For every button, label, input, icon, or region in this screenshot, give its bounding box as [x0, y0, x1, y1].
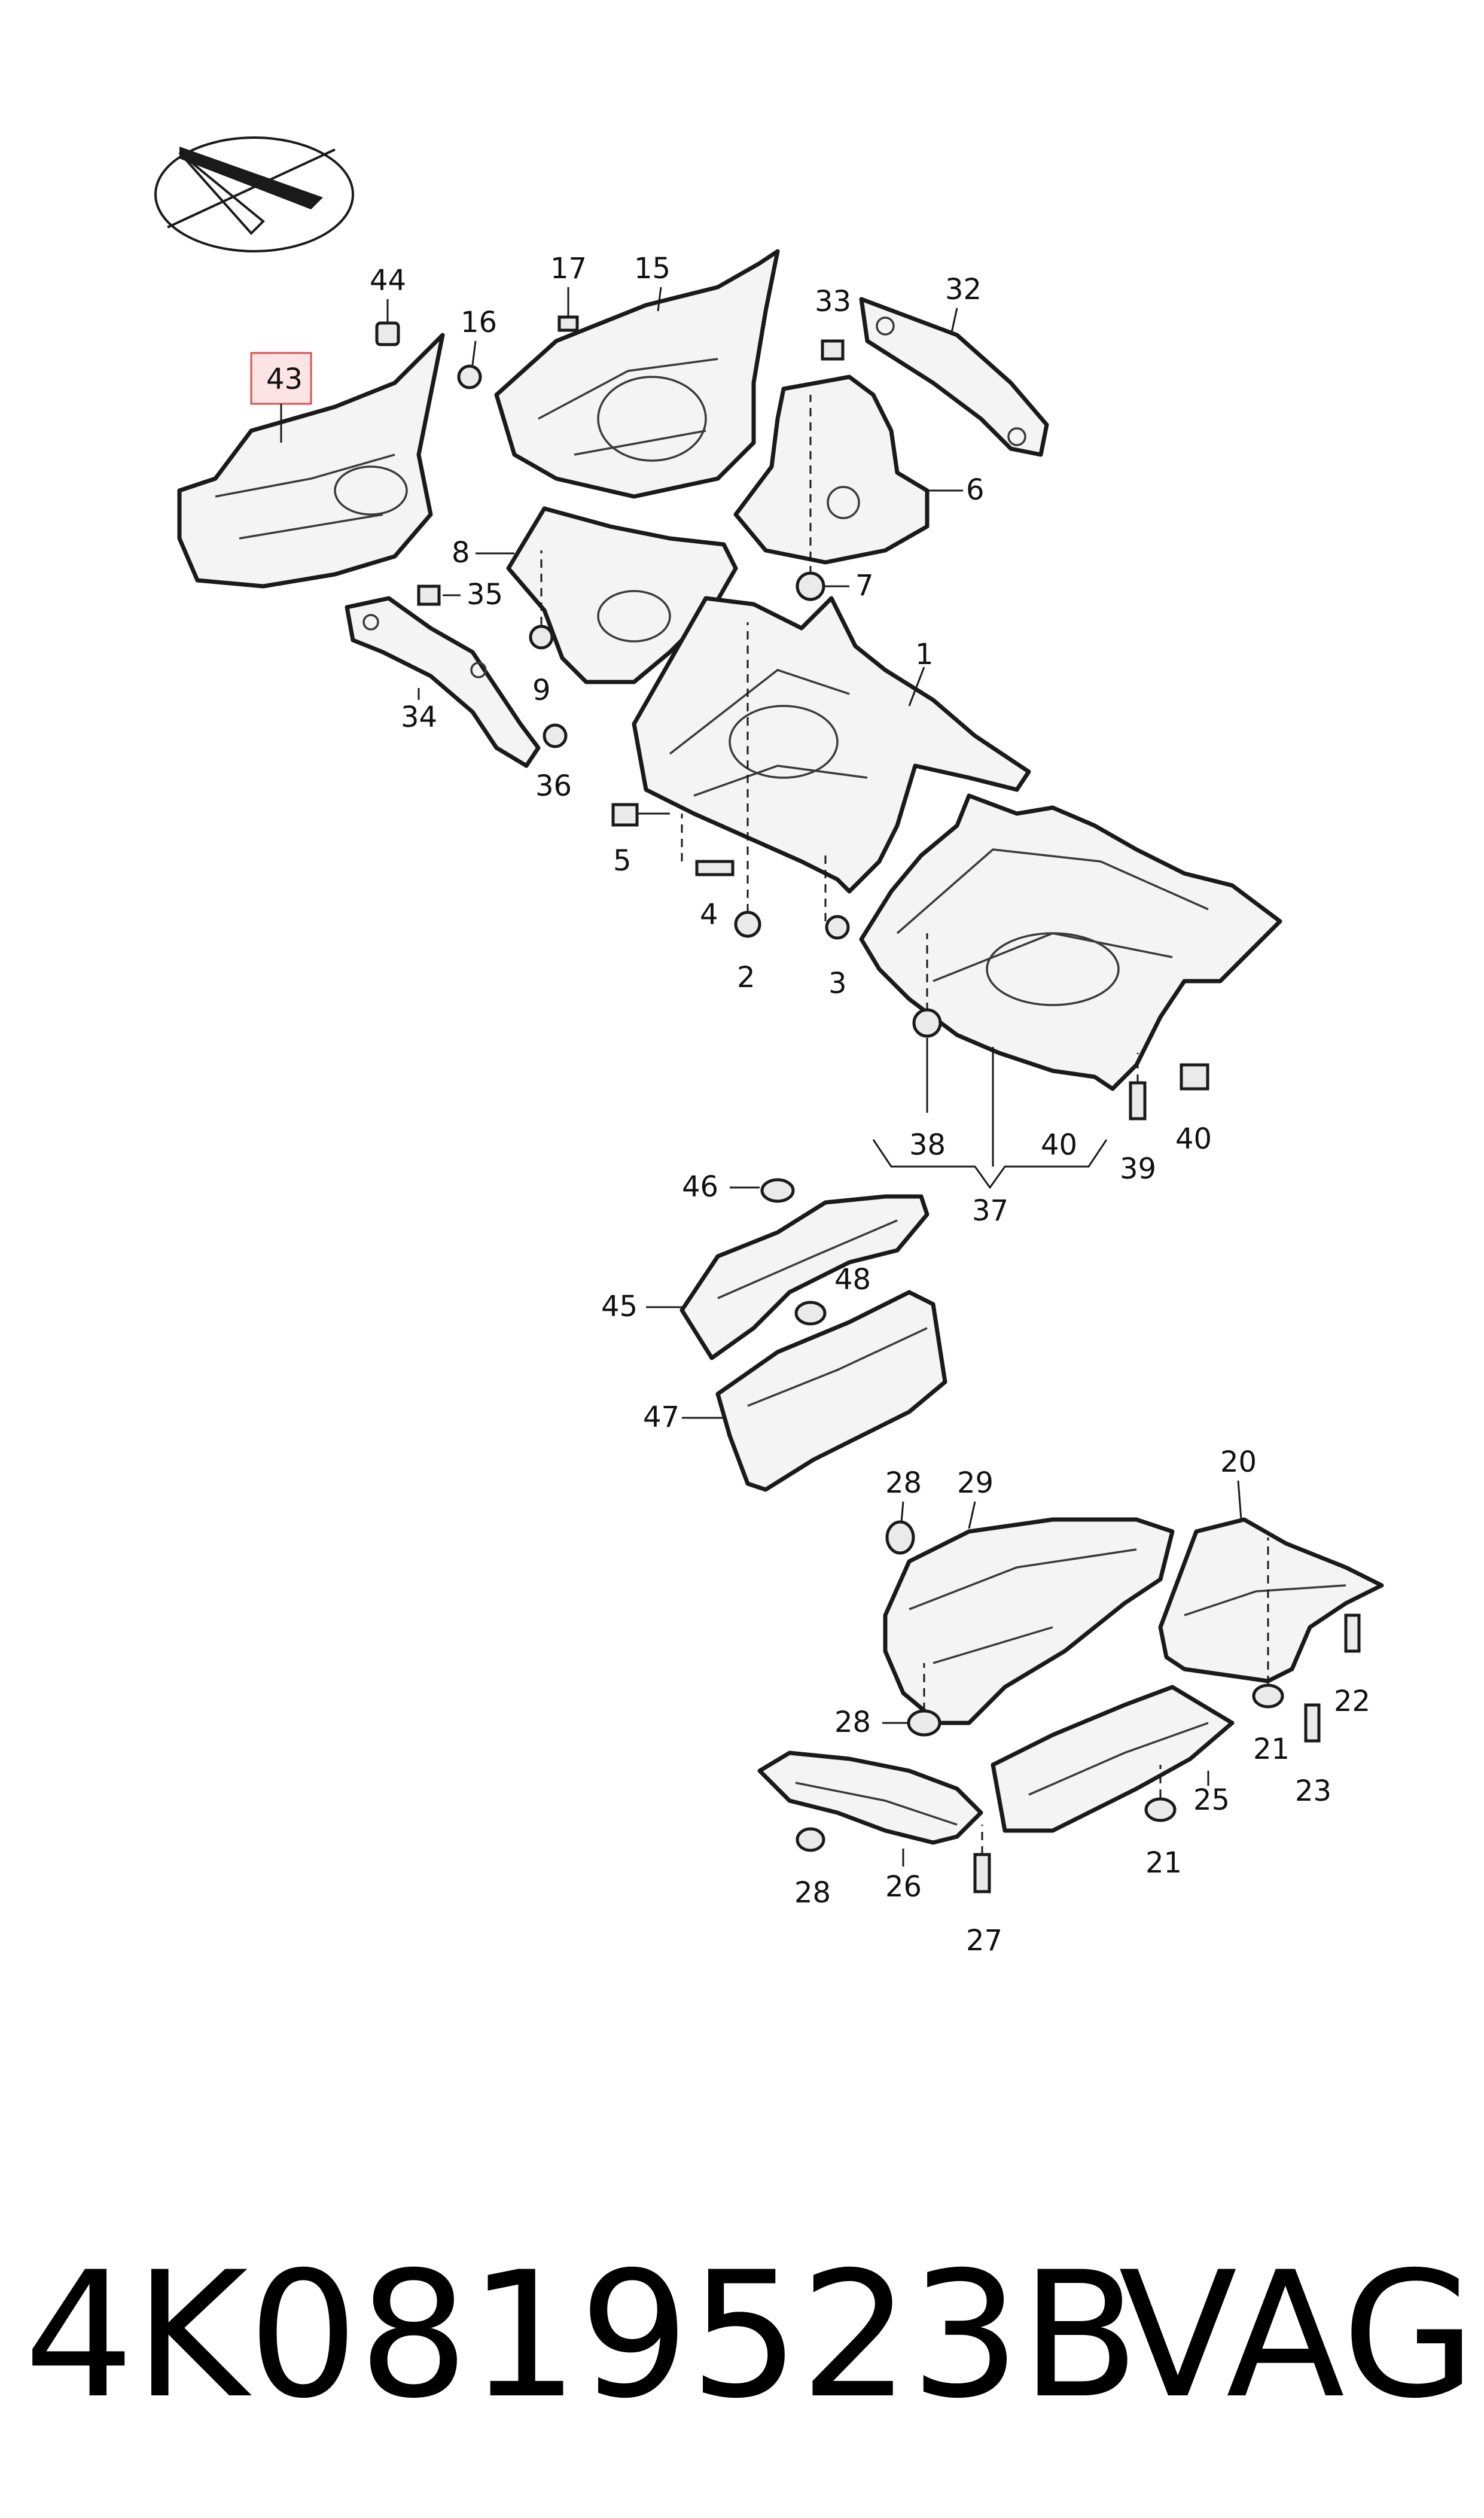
callout-15: 15 [634, 252, 671, 285]
callout-32: 32 [945, 273, 982, 306]
part-25-heat-shield [991, 1685, 1235, 1833]
part-21-nut-upper [1252, 1683, 1284, 1709]
callout-48: 48 [834, 1263, 871, 1296]
part-16-nut [457, 364, 482, 389]
callout-5: 5 [613, 844, 632, 878]
part-9-nut [529, 625, 554, 650]
part-7-nut [796, 571, 825, 601]
part-43-heat-shield [177, 333, 445, 589]
part-38-nut [912, 1008, 942, 1038]
callout-16: 16 [461, 306, 497, 339]
callout-17: 17 [550, 252, 587, 285]
callout-34: 34 [401, 701, 437, 734]
callout-40-b: 40 [1175, 1122, 1212, 1156]
part-1-heat-shield [632, 596, 1031, 894]
part-47-heat-shield [715, 1290, 947, 1492]
footer-brand: VAG [1119, 2235, 1476, 2437]
part-22-bolt [1344, 1613, 1361, 1653]
callout-36: 36 [535, 769, 572, 803]
part-17-bolt [557, 315, 579, 332]
callout-21-a: 21 [1253, 1733, 1290, 1766]
part-36-nut [543, 723, 568, 748]
callout-8: 8 [452, 536, 470, 570]
orientation-emblem-icon [154, 136, 354, 252]
part-44-clip [375, 321, 400, 346]
part-6-heat-shield [733, 374, 930, 565]
callout-20: 20 [1220, 1445, 1257, 1479]
footer-part-number: 4K0819523B [24, 2235, 1140, 2437]
callout-27: 27 [966, 1924, 1002, 1957]
callout-47: 47 [643, 1400, 679, 1434]
part-48-nut [794, 1301, 827, 1326]
callout-29: 29 [957, 1466, 994, 1500]
part-34-bracket [345, 596, 541, 768]
part-2-nut [734, 911, 761, 938]
callout-38: 38 [909, 1128, 946, 1162]
part-28-nut-top [885, 1520, 915, 1555]
callout-3: 3 [828, 967, 847, 1000]
part-4-screw [695, 860, 735, 876]
callout-46: 46 [682, 1170, 718, 1204]
part-26-heat-shield [757, 1750, 983, 1845]
callout-28-a: 28 [885, 1466, 922, 1500]
part-28-nut-middle [907, 1709, 941, 1737]
part-32-bracket [859, 297, 1049, 457]
callout-25: 25 [1193, 1783, 1230, 1817]
part-39-bolt [1129, 1081, 1147, 1121]
callout-40-a: 40 [1041, 1128, 1077, 1162]
callout-28-b: 28 [834, 1706, 871, 1739]
callout-22: 22 [1334, 1685, 1370, 1718]
callout-43-highlight-box [250, 352, 312, 405]
part-23-bolt [1304, 1703, 1321, 1743]
callout-35: 35 [467, 578, 503, 611]
part-45-heat-shield [679, 1194, 930, 1360]
part-20-heat-shield [1158, 1517, 1384, 1683]
part-27-bolt [973, 1853, 991, 1893]
part-21-nut-lower [1144, 1797, 1177, 1822]
callout-39: 39 [1120, 1152, 1156, 1186]
part-5-clip [611, 803, 639, 827]
part-28-nut-lower [796, 1827, 825, 1852]
callout-44: 44 [370, 264, 406, 297]
callout-26: 26 [885, 1870, 922, 1904]
part-33-clip [821, 339, 845, 361]
callout-6: 6 [966, 473, 985, 507]
callout-43: 43 [266, 363, 303, 396]
callout-37: 37 [972, 1194, 1008, 1228]
part-29-heat-shield [883, 1517, 1175, 1725]
callout-2: 2 [737, 961, 755, 994]
part-37-heat-shield [859, 793, 1282, 1091]
callout-4: 4 [700, 898, 718, 931]
part-3-nut [825, 915, 850, 940]
part-35-clip [417, 584, 441, 606]
callout-1: 1 [915, 638, 934, 671]
callout-28-c: 28 [794, 1876, 831, 1910]
callout-21-b: 21 [1145, 1846, 1182, 1880]
callout-45: 45 [601, 1290, 638, 1323]
part-40-clip [1180, 1063, 1209, 1091]
callout-23: 23 [1295, 1774, 1331, 1808]
callout-33: 33 [815, 285, 851, 318]
callout-9: 9 [532, 674, 551, 707]
part-15-heat-shield [494, 249, 780, 499]
callout-7: 7 [855, 569, 874, 602]
part-46-nut [760, 1178, 795, 1203]
